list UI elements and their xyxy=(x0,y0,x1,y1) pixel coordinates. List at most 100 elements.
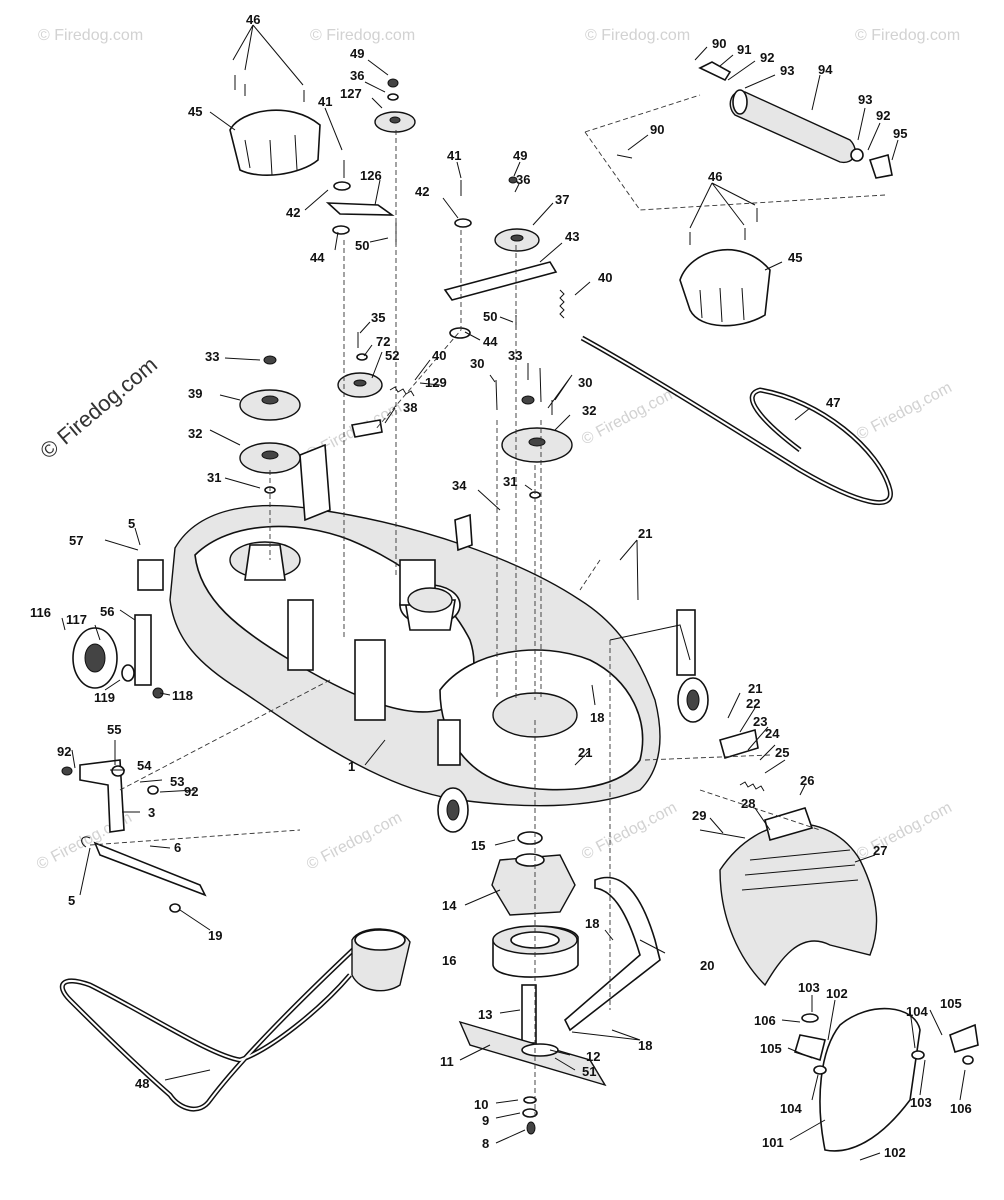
mower-deck xyxy=(137,443,709,833)
springs xyxy=(389,289,765,792)
callout-13: 13 xyxy=(478,1007,492,1022)
callout-12: 12 xyxy=(586,1049,600,1064)
callout-56: 56 xyxy=(100,604,114,619)
callout-38: 38 xyxy=(403,400,417,415)
callout-49: 49 xyxy=(513,148,527,163)
watermark: © Firedog.com xyxy=(855,27,960,44)
callout-104: 104 xyxy=(906,1004,928,1019)
callout-21: 21 xyxy=(638,526,652,541)
watermark: © Firedog.com xyxy=(579,799,680,863)
callout-6: 6 xyxy=(174,840,181,855)
callout-51: 51 xyxy=(582,1064,596,1079)
callout-41: 41 xyxy=(318,94,332,109)
callout-91: 91 xyxy=(737,42,751,57)
callout-119: 119 xyxy=(94,690,115,705)
callout-90: 90 xyxy=(712,36,726,51)
watermark: © Firedog.com xyxy=(310,27,415,44)
callout-54: 54 xyxy=(137,758,152,773)
mulch-cover-101 xyxy=(794,1007,979,1152)
callout-5: 5 xyxy=(68,893,75,908)
callout-36: 36 xyxy=(516,172,530,187)
callout-9: 9 xyxy=(482,1113,489,1128)
callout-42: 42 xyxy=(415,184,429,199)
callout-92: 92 xyxy=(57,744,71,759)
callout-33: 33 xyxy=(205,349,219,364)
callout-103: 103 xyxy=(910,1095,932,1110)
belt-48 xyxy=(59,946,357,1112)
callout-25: 25 xyxy=(775,745,789,760)
callout-29: 29 xyxy=(692,808,706,823)
callout-26: 26 xyxy=(800,773,814,788)
callout-44: 44 xyxy=(483,334,498,349)
callout-103: 103 xyxy=(798,980,820,995)
roller-94 xyxy=(584,61,893,211)
callout-43: 43 xyxy=(565,229,579,244)
callout-28: 28 xyxy=(741,796,755,811)
guide-lines xyxy=(269,130,611,1120)
callout-105: 105 xyxy=(760,1041,782,1056)
callout-95: 95 xyxy=(893,126,907,141)
callout-93: 93 xyxy=(780,63,794,78)
leader-lines xyxy=(61,24,966,1161)
callout-49: 49 xyxy=(350,46,364,61)
callout-104: 104 xyxy=(780,1101,802,1116)
callout-106: 106 xyxy=(754,1013,776,1028)
small-parts xyxy=(234,75,758,499)
callout-8: 8 xyxy=(482,1136,489,1151)
callout-30: 30 xyxy=(578,375,592,390)
callout-92: 92 xyxy=(184,784,198,799)
callout-5: 5 xyxy=(128,516,135,531)
watermark: © Firedog.com xyxy=(38,27,143,44)
callout-18: 18 xyxy=(585,916,599,931)
callout-46: 46 xyxy=(708,169,722,184)
callout-41: 41 xyxy=(447,148,461,163)
lift-linkage xyxy=(61,679,331,913)
cover-45-right xyxy=(679,248,771,327)
callout-90: 90 xyxy=(650,122,664,137)
idler-arms xyxy=(325,202,558,438)
callout-47: 47 xyxy=(826,395,840,410)
belt-47 xyxy=(580,335,893,505)
callout-92: 92 xyxy=(876,108,890,123)
callout-18: 18 xyxy=(590,710,604,725)
callout-46: 46 xyxy=(246,12,260,27)
callout-72: 72 xyxy=(376,334,390,349)
callout-30: 30 xyxy=(470,356,484,371)
wheel-117 xyxy=(72,614,164,699)
callout-31: 31 xyxy=(207,470,221,485)
callout-18: 18 xyxy=(638,1038,652,1053)
callout-50: 50 xyxy=(355,238,369,253)
callout-55: 55 xyxy=(107,722,121,737)
callout-92: 92 xyxy=(760,50,774,65)
pulleys xyxy=(239,111,573,613)
callout-14: 14 xyxy=(442,898,457,913)
callout-34: 34 xyxy=(452,478,467,493)
callout-16: 16 xyxy=(442,953,456,968)
watermark: © Firedog.com xyxy=(854,379,955,443)
callout-102: 102 xyxy=(826,986,848,1001)
callout-31: 31 xyxy=(503,474,517,489)
callout-labels: 46 45 49 36 127 41 126 42 44 50 41 42 49… xyxy=(30,12,972,1160)
watermark: © Firedog.com xyxy=(585,27,690,44)
clutch-pulley xyxy=(351,928,411,992)
callout-37: 37 xyxy=(555,192,569,207)
callout-106: 106 xyxy=(950,1101,972,1116)
callout-50: 50 xyxy=(483,309,497,324)
callout-22: 22 xyxy=(746,696,760,711)
callout-39: 39 xyxy=(188,386,202,401)
callout-27: 27 xyxy=(873,843,887,858)
callout-105: 105 xyxy=(940,996,962,1011)
callout-53: 53 xyxy=(170,774,184,789)
callout-101: 101 xyxy=(762,1135,784,1150)
callout-10: 10 xyxy=(474,1097,488,1112)
callout-1: 1 xyxy=(348,759,355,774)
callout-36: 36 xyxy=(350,68,364,83)
watermark: © Firedog.com xyxy=(854,799,955,863)
callout-117: 117 xyxy=(66,612,87,627)
spindle-assembly xyxy=(458,831,661,1135)
callout-11: 11 xyxy=(440,1054,454,1069)
callout-19: 19 xyxy=(208,928,222,943)
callout-40: 40 xyxy=(598,270,612,285)
callout-126: 126 xyxy=(360,168,382,183)
discharge-chute-27 xyxy=(644,728,878,987)
